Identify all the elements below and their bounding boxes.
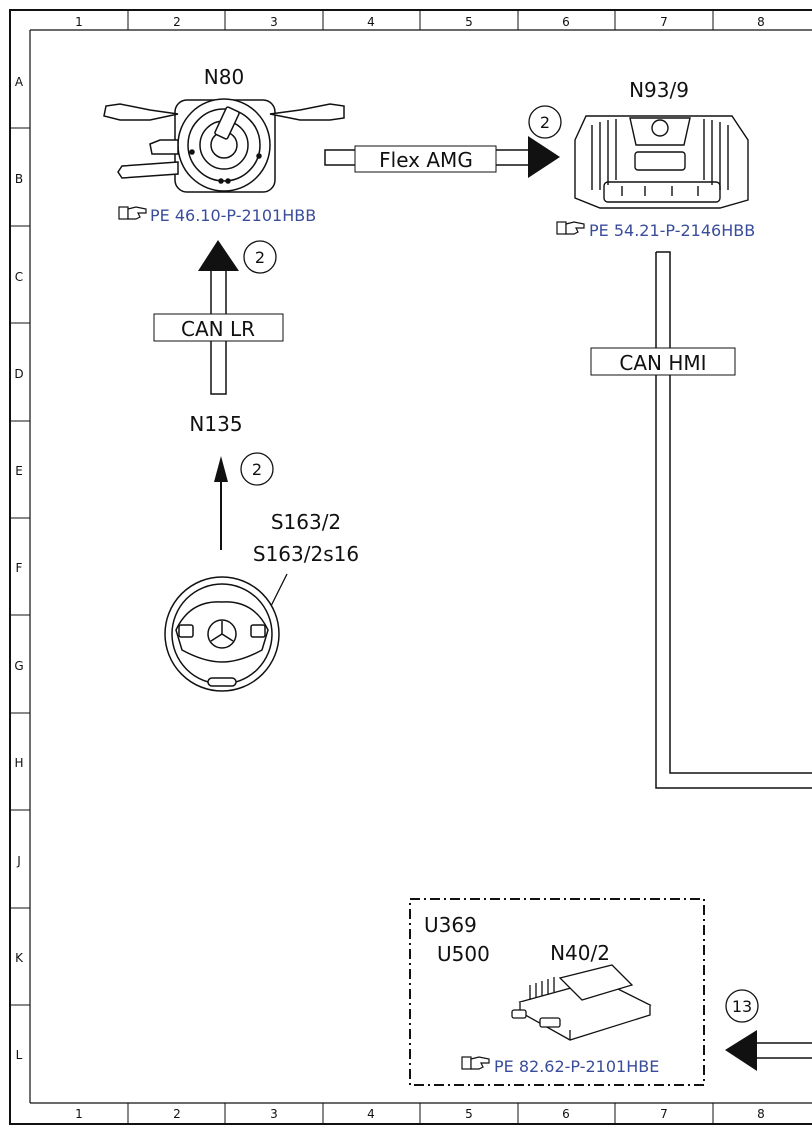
- row-label: D: [14, 367, 23, 381]
- n135-signal-marker: [240, 452, 274, 486]
- row-label: A: [15, 75, 24, 89]
- can-lr-arrowhead: [198, 240, 239, 271]
- can-lr-label-box: [153, 313, 284, 342]
- n40-2-label: N40/2: [550, 941, 610, 965]
- col-label-top: 5: [465, 15, 473, 29]
- column-ticks: [127, 10, 714, 1124]
- col-label-bottom: 5: [465, 1107, 473, 1121]
- outer-frame: [9, 9, 812, 1125]
- n80-label: N80: [204, 65, 244, 89]
- bottom-right-marker-text: 13: [732, 997, 752, 1016]
- flex-amg-label: Flex AMG: [379, 148, 473, 172]
- row-label: H: [14, 756, 23, 770]
- n93-9-reference-link[interactable]: PE 54.21-P-2146HBB: [589, 221, 755, 240]
- col-label-top: 1: [75, 15, 83, 29]
- row-ticks: [10, 127, 30, 1006]
- n93-9-control-unit-icon: [574, 115, 749, 209]
- pointing-hand-icon: [461, 1056, 490, 1070]
- col-label-top: 4: [367, 15, 375, 29]
- n40-2-reference-link[interactable]: PE 82.62-P-2101HBE: [494, 1057, 659, 1076]
- col-label-bottom: 3: [270, 1107, 278, 1121]
- row-label: G: [14, 659, 23, 673]
- col-label-top: 6: [562, 15, 570, 29]
- col-label-bottom: 2: [173, 1107, 181, 1121]
- can-lr-marker-text: 2: [255, 248, 265, 267]
- flex-amg-label-box: [354, 145, 497, 173]
- col-label-top: 8: [757, 15, 765, 29]
- s163-2-label: S163/2: [271, 510, 341, 534]
- can-hmi-label-box: [590, 347, 736, 376]
- n80-steering-column-module-icon: [103, 98, 345, 193]
- flex-amg-arrowhead: [528, 136, 560, 178]
- col-label-top: 2: [173, 15, 181, 29]
- n80-reference-link[interactable]: PE 46.10-P-2101HBB: [150, 206, 316, 225]
- n40-2-amplifier-icon: [511, 964, 652, 1041]
- can-hmi-bus-inner: [656, 251, 812, 774]
- col-label-bottom: 4: [367, 1107, 375, 1121]
- s163-2s16-label: S163/2s16: [253, 542, 359, 566]
- col-label-top: 3: [270, 15, 278, 29]
- bottom-right-arrowhead: [725, 1030, 757, 1071]
- can-hmi-label: CAN HMI: [619, 351, 706, 375]
- col-label-bottom: 8: [757, 1107, 765, 1121]
- row-label: K: [15, 951, 24, 965]
- row-label: L: [16, 1048, 23, 1062]
- can-lr-label: CAN LR: [181, 317, 255, 341]
- u369-u500-group-box: [409, 898, 705, 1086]
- col-label-top: 7: [660, 15, 668, 29]
- row-label: C: [15, 270, 23, 284]
- n135-signal-arrowhead: [214, 456, 228, 482]
- col-label-bottom: 7: [660, 1107, 668, 1121]
- steering-wheel-icon: [164, 576, 280, 692]
- can-lr-marker: [243, 240, 277, 274]
- bottom-right-marker: [725, 989, 759, 1023]
- n135-label: N135: [189, 412, 242, 436]
- u500-label: U500: [437, 942, 490, 966]
- row-label: F: [16, 561, 23, 575]
- n93-9-label: N93/9: [629, 78, 689, 102]
- pointing-hand-icon: [556, 221, 585, 235]
- row-label: J: [16, 854, 21, 868]
- col-label-bottom: 6: [562, 1107, 570, 1121]
- u369-label: U369: [424, 913, 477, 937]
- flex-amg-marker-text: 2: [540, 113, 550, 132]
- flex-amg-marker: [528, 105, 562, 139]
- can-hmi-bus-outer: [655, 252, 812, 789]
- row-label: B: [15, 172, 23, 186]
- pointing-hand-icon: [118, 206, 147, 220]
- n135-signal-marker-text: 2: [252, 460, 262, 479]
- col-label-bottom: 1: [75, 1107, 83, 1121]
- row-label: E: [15, 464, 23, 478]
